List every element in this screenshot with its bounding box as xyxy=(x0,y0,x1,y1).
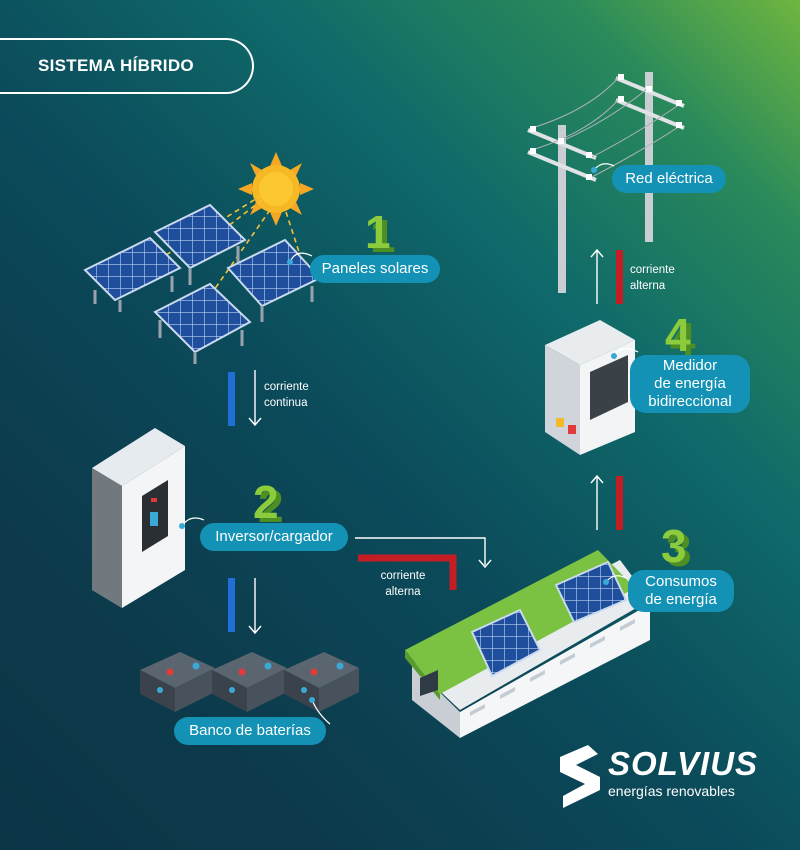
flow-label-dc-line1: corriente xyxy=(264,381,309,393)
bidirectional-meter-illustration xyxy=(545,320,635,455)
flow-label-ac-inverter: corriente alterna xyxy=(370,568,436,600)
label-energy-consumption: Consumos de energía xyxy=(628,570,734,612)
solvius-logo-icon xyxy=(560,745,600,808)
label-power-grid: Red eléctrica xyxy=(612,165,726,193)
svg-text:3: 3 xyxy=(666,524,692,576)
brand-tagline: energías renovables xyxy=(608,783,735,799)
label-energy-consumption-line1: Consumos xyxy=(645,573,717,590)
label-power-grid-text: Red eléctrica xyxy=(625,170,713,187)
svg-text:1: 1 xyxy=(370,210,396,262)
solar-panels-illustration xyxy=(83,203,322,364)
flow-label-ac-grid-line1: corriente xyxy=(630,264,675,276)
label-battery-bank-text: Banco de baterías xyxy=(189,722,311,739)
page-title-text: SISTEMA HÍBRIDO xyxy=(38,56,194,75)
flow-label-ac-grid: corriente alterna xyxy=(630,262,675,294)
flow-house-to-meter xyxy=(590,474,623,530)
flow-label-ac-grid-line2: alterna xyxy=(630,280,666,292)
sun-icon xyxy=(238,152,314,226)
page-title: SISTEMA HÍBRIDO xyxy=(0,38,254,94)
step-number-1: 1 1 xyxy=(365,206,396,262)
label-solar-panels: Paneles solares xyxy=(310,255,440,283)
label-meter-line1: Medidor xyxy=(662,357,718,374)
power-grid-poles-illustration xyxy=(527,72,685,293)
label-solar-panels-text: Paneles solares xyxy=(321,260,429,277)
svg-text:2: 2 xyxy=(253,476,279,528)
brand-name: SOLVIUS xyxy=(608,745,759,782)
label-inverter-charger-text: Inversor/cargador xyxy=(215,528,333,545)
inverter-illustration xyxy=(92,428,185,608)
flow-meter-to-grid xyxy=(590,248,623,304)
label-meter-line3: bidireccional xyxy=(648,393,732,410)
svg-text:1: 1 xyxy=(365,206,391,258)
flow-inverter-to-house xyxy=(355,537,492,590)
flow-panels-to-inverter xyxy=(228,370,262,427)
leader-dots xyxy=(179,167,617,703)
svg-text:3: 3 xyxy=(661,520,687,572)
step-number-3: 3 3 xyxy=(661,520,692,576)
svg-text:4: 4 xyxy=(665,309,691,361)
flow-label-dc-line2: continua xyxy=(264,397,308,409)
battery-bank-illustration xyxy=(140,652,359,712)
label-battery-bank: Banco de baterías xyxy=(174,717,326,745)
flow-label-ac-inverter-line1: corriente xyxy=(380,570,426,582)
flow-label-ac-inverter-line2: alterna xyxy=(385,586,421,598)
label-bidirectional-meter: Medidor de energía bidireccional xyxy=(630,355,750,413)
flow-label-dc: corriente continua xyxy=(264,379,309,411)
label-inverter-charger: Inversor/cargador xyxy=(200,523,348,551)
label-energy-consumption-line2: de energía xyxy=(645,591,717,608)
label-meter-line2: de energía xyxy=(654,375,726,392)
flow-inverter-to-batteries xyxy=(228,578,262,635)
house-illustration xyxy=(405,550,650,738)
